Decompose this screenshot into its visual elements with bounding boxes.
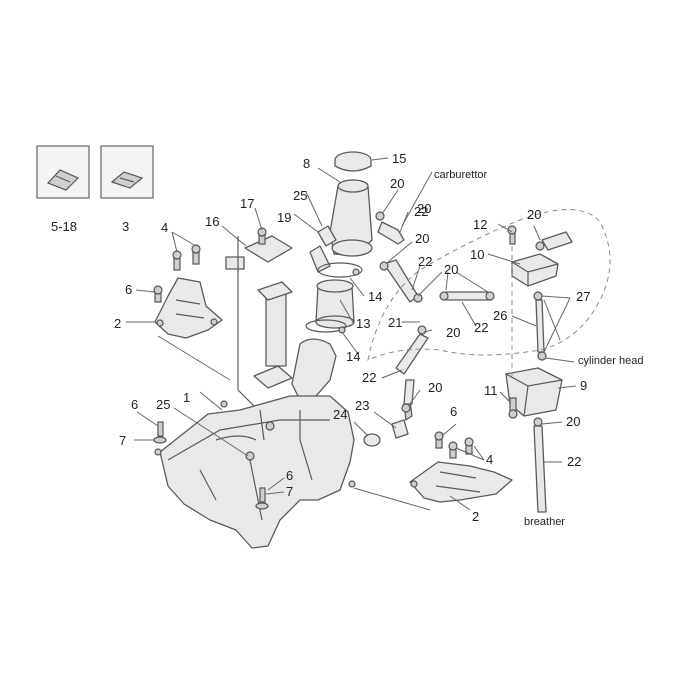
screw-left-b	[191, 244, 201, 265]
callout-15: 15	[392, 151, 406, 166]
callout-12: 12	[473, 217, 487, 232]
screw-right-c	[464, 437, 474, 455]
callout-2-left: 2	[114, 316, 121, 331]
clamp-14-lower	[305, 319, 347, 334]
filler-neck	[329, 179, 373, 257]
label-breather: breather	[524, 516, 565, 528]
clamp-14-upper	[317, 262, 363, 278]
clip-box-5-18	[36, 145, 90, 199]
callout-22-d: 22	[418, 254, 432, 269]
screw-right-a	[434, 431, 444, 449]
hose-routing-dashed	[367, 209, 611, 361]
callout-24: 24	[333, 407, 347, 422]
callout-10: 10	[470, 247, 484, 262]
screw-12	[507, 225, 517, 245]
callout-6-tank-left: 6	[131, 397, 138, 412]
clip-box-3	[100, 145, 154, 199]
assembly-line-right	[353, 487, 431, 511]
callout-25-lower: 25	[156, 397, 170, 412]
callout-22-e: 22	[474, 320, 488, 335]
callout-3: 3	[122, 219, 129, 234]
fuel-pump-assembly	[225, 235, 293, 421]
callout-17: 17	[240, 196, 254, 211]
hose-clamps-20	[375, 211, 547, 427]
callout-20-f: 20	[444, 262, 458, 277]
callout-27: 27	[576, 289, 590, 304]
callout-14-upper: 14	[368, 289, 382, 304]
callout-7-lower: 7	[286, 484, 293, 499]
fuel-hoses	[377, 221, 573, 513]
callout-20-g: 20	[446, 325, 460, 340]
bracket-left	[154, 277, 223, 339]
washer-7-lower	[255, 487, 269, 510]
screw-17	[257, 227, 267, 245]
callout-20-b: 20	[428, 380, 442, 395]
leader-lines	[126, 157, 577, 511]
callout-23: 23	[355, 398, 369, 413]
callout-8: 8	[303, 156, 310, 171]
hose-13	[315, 279, 355, 329]
assembly-line-left	[157, 335, 231, 381]
callout-20-e: 20	[415, 231, 429, 246]
callout-2-right: 2	[472, 509, 479, 524]
callout-14-lower: 14	[346, 349, 360, 364]
screw-left-a	[172, 250, 182, 271]
callout-9: 9	[580, 378, 587, 393]
fuel-cap	[334, 151, 372, 172]
callout-5-18: 5-18	[51, 219, 77, 234]
callout-7-left: 7	[119, 433, 126, 448]
vapor-canister-10	[511, 253, 559, 287]
callout-6-right: 6	[450, 404, 457, 419]
nut-11	[508, 397, 518, 419]
callouts: 5-18 3 4 6 2 16 17 19 25 8 15 20 22 14 1…	[51, 151, 590, 524]
callout-19: 19	[277, 210, 291, 225]
callout-20-a: 20	[390, 176, 404, 191]
callout-22-b: 22	[362, 370, 376, 385]
callout-16: 16	[205, 214, 219, 229]
label-cylinder-head: cylinder head	[578, 355, 643, 367]
callout-1: 1	[183, 390, 190, 405]
screw-right-b	[448, 441, 458, 459]
label-carburettor: carburettor	[434, 169, 488, 181]
callout-4-left: 4	[161, 220, 168, 235]
callout-26: 26	[493, 308, 507, 323]
callout-20-d: 20	[566, 414, 580, 429]
callout-4-right: 4	[486, 452, 493, 467]
callout-6-tank-lower: 6	[286, 468, 293, 483]
callout-25-upper: 25	[293, 188, 307, 203]
callout-21: 21	[388, 315, 402, 330]
callouts-extra: 22 22 14 20	[346, 201, 488, 364]
washer-7-left	[153, 421, 167, 444]
screw-left-c	[153, 285, 163, 303]
callout-6-left-bracket: 6	[125, 282, 132, 297]
callout-20-c: 20	[527, 207, 541, 222]
callout-22-c: 22	[567, 454, 581, 469]
callout-13: 13	[356, 316, 370, 331]
callout-22-a: 22	[414, 204, 428, 219]
bracket-right	[409, 461, 513, 503]
fuel-tank	[154, 338, 356, 549]
callout-11: 11	[484, 383, 498, 398]
callout-20-h: 20	[417, 201, 431, 216]
